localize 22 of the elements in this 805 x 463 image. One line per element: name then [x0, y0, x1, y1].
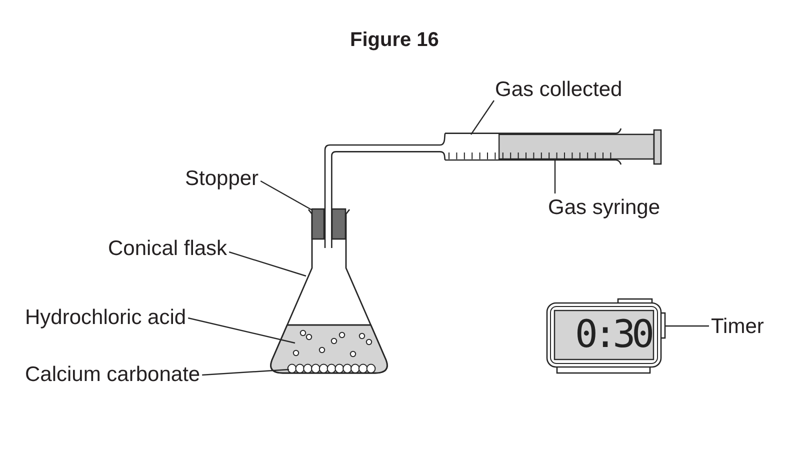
calcium-carbonate-lumps	[287, 364, 376, 374]
leader-line	[228, 251, 306, 277]
leader-line	[470, 100, 494, 135]
gas-space	[446, 134, 498, 160]
leader-line	[554, 160, 556, 194]
part-label: Gas syringe	[548, 194, 660, 220]
part-label: Timer	[711, 314, 764, 338]
stopper	[311, 208, 346, 240]
part-label: Conical flask	[108, 236, 228, 260]
gas-syringe	[445, 128, 662, 165]
leader-line	[202, 368, 290, 376]
part-label: Gas collected	[495, 76, 622, 102]
part-label: Stopper	[185, 166, 259, 190]
figure-title: Figure 16	[350, 28, 439, 52]
conical-flask	[270, 208, 388, 374]
part-label: Calcium carbonate	[25, 362, 200, 386]
leader-line	[188, 317, 296, 344]
digital-timer	[546, 298, 666, 374]
part-label: Hydrochloric acid	[25, 304, 186, 330]
leader-line	[665, 325, 709, 327]
leader-line	[260, 180, 312, 211]
timer-readout: 0:30	[575, 314, 651, 354]
